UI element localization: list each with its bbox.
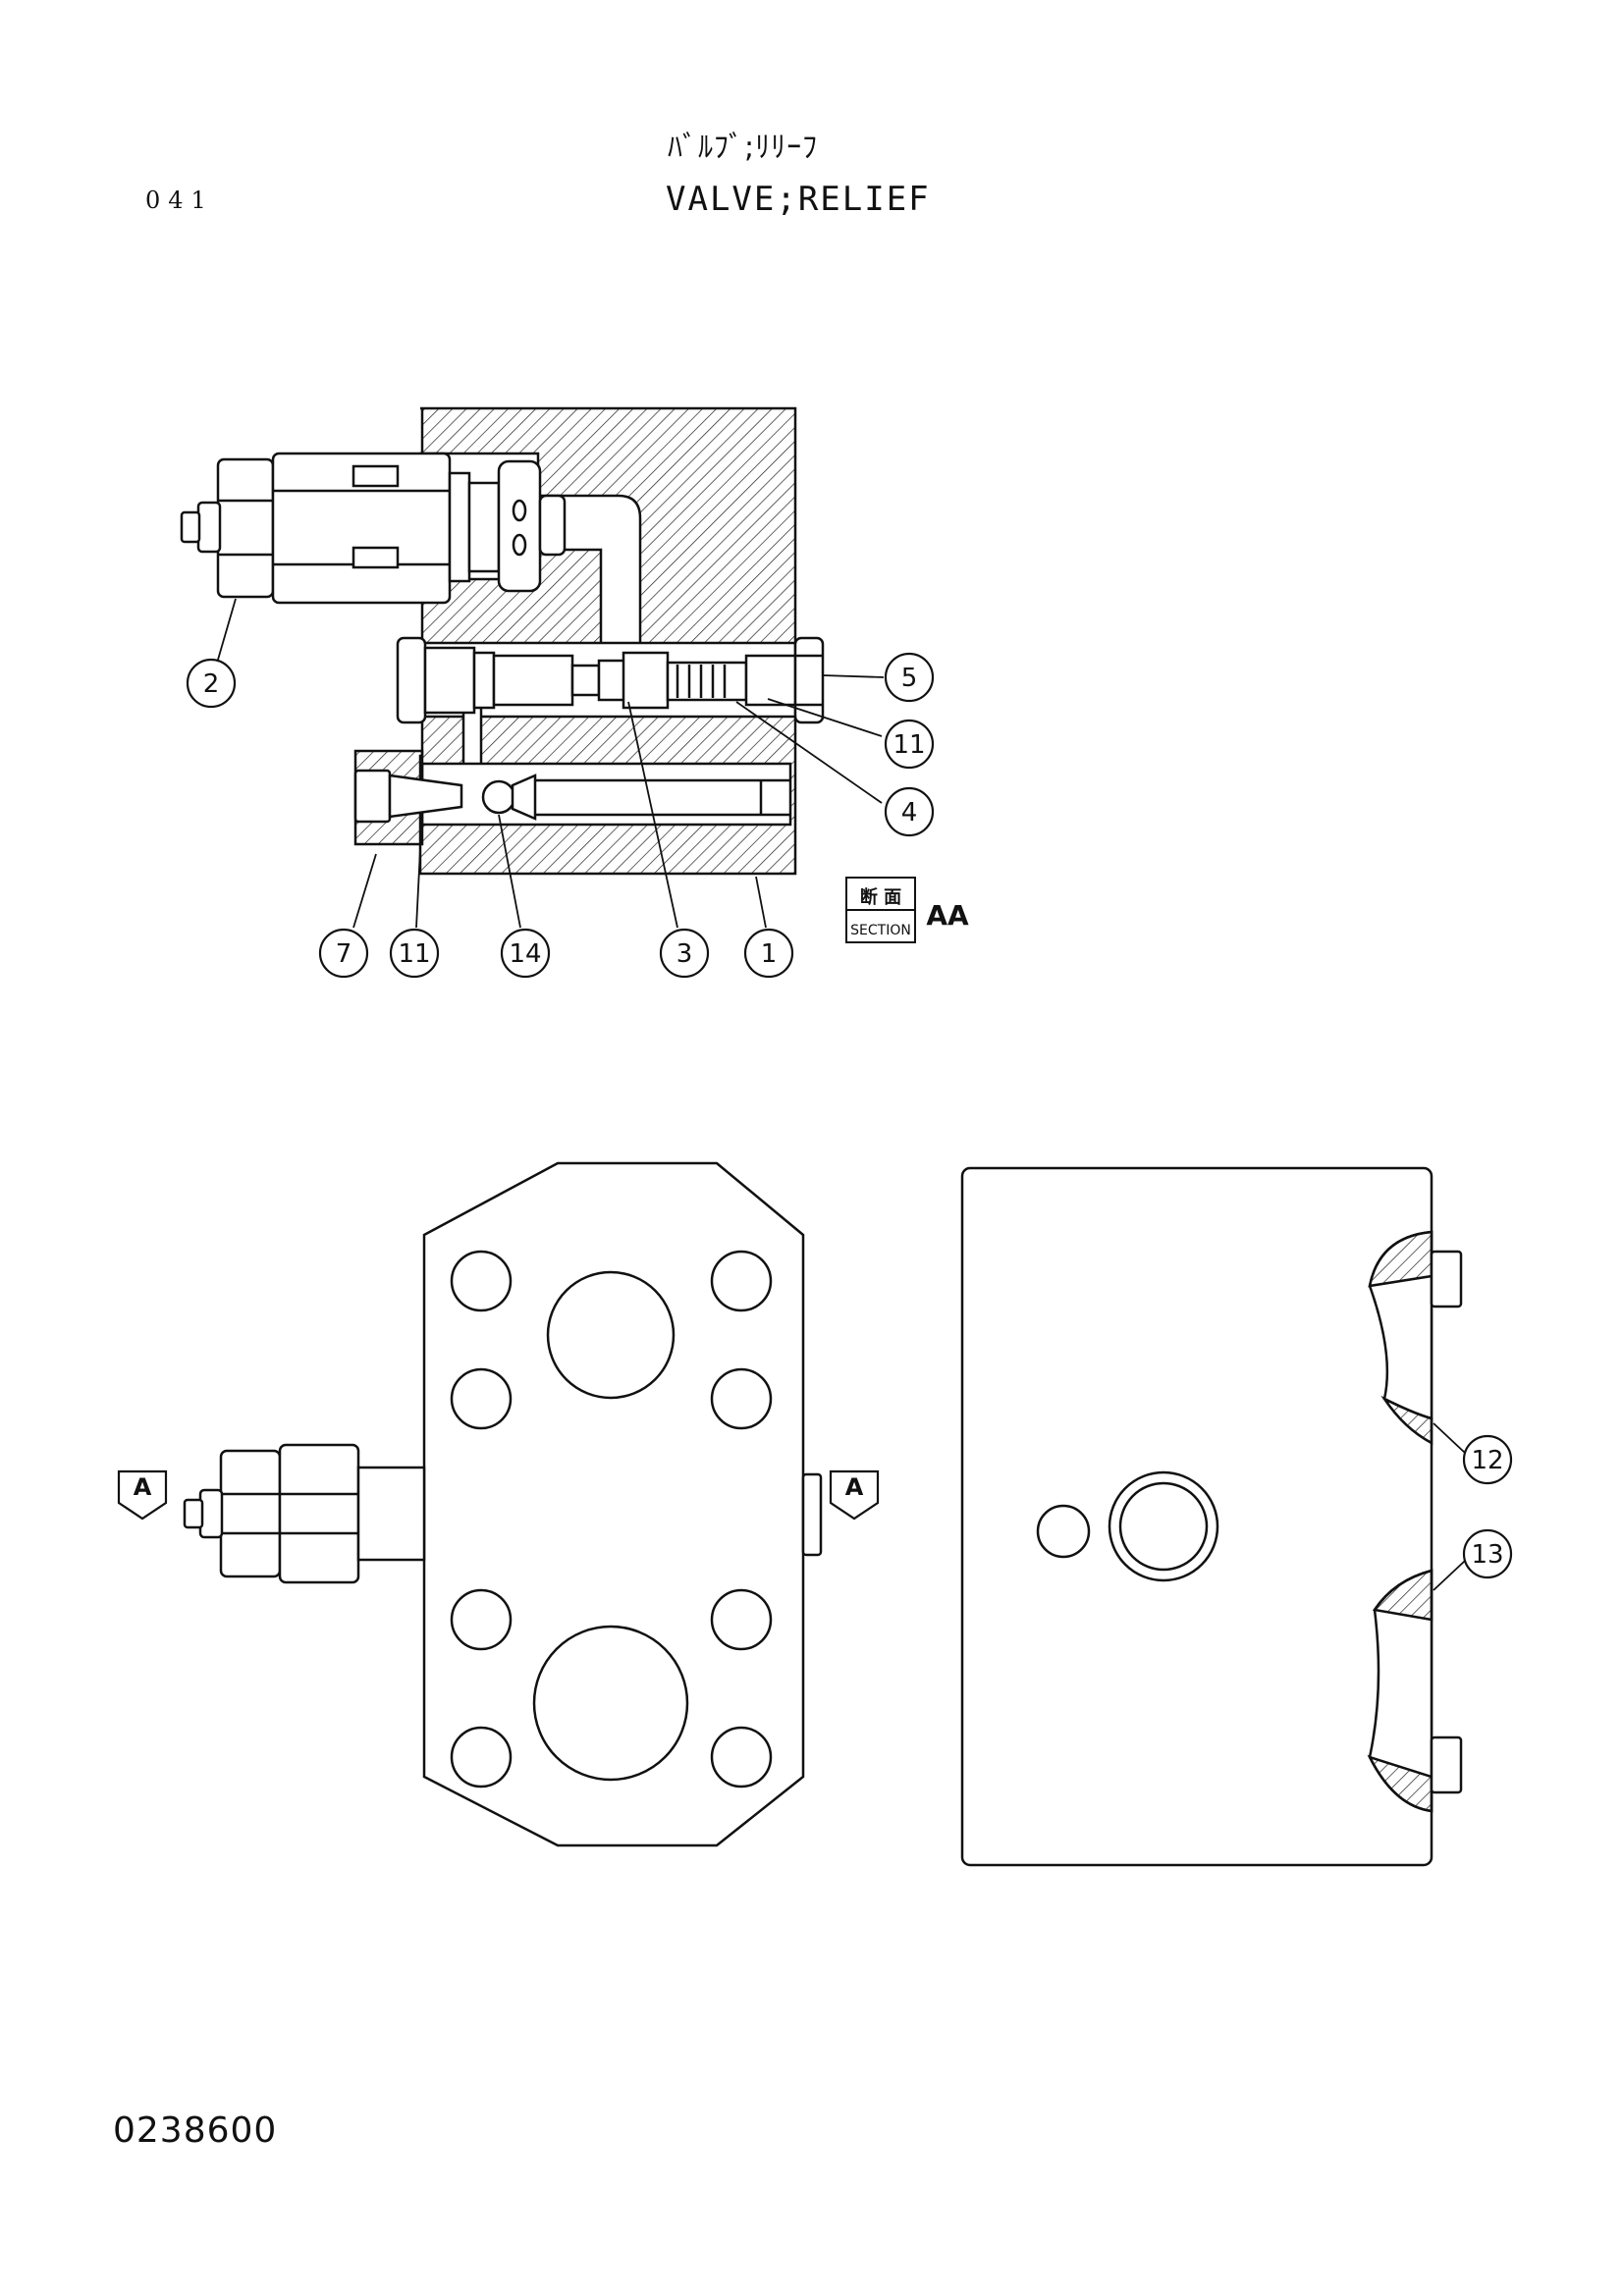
callout: 7	[318, 928, 369, 979]
callout-number: 11	[398, 939, 430, 969]
title-japanese: ﾊﾞﾙﾌﾞ;ﾘﾘｰﾌ	[668, 131, 819, 165]
flange-outline	[422, 1161, 805, 1847]
section-arrow-left: A	[117, 1469, 168, 1521]
callouts: 2 5 11 4 7 11 14 3 1 12 13	[186, 652, 1513, 1579]
side-view	[960, 1166, 1466, 1867]
leader-lines	[217, 598, 885, 929]
section-label-box: 断 面 SECTION AA	[845, 877, 969, 943]
section-label-en: SECTION	[850, 923, 911, 938]
section-arrow-letter: A	[845, 1473, 864, 1501]
section-label-id: AA	[926, 899, 969, 932]
callout-number: 13	[1471, 1540, 1503, 1570]
callout-number: 1	[761, 939, 778, 969]
callout-number: 12	[1471, 1446, 1503, 1475]
callout: 11	[884, 719, 935, 770]
callout: 2	[186, 658, 237, 709]
relief-cartridge	[180, 452, 567, 605]
callout: 14	[500, 928, 551, 979]
callout: 5	[884, 652, 935, 703]
callout: 1	[743, 928, 794, 979]
callout: 11	[389, 928, 440, 979]
callout-number: 3	[676, 939, 693, 969]
callout-number: 14	[509, 939, 541, 969]
section-arrow-letter: A	[134, 1473, 152, 1501]
callout: 3	[659, 928, 710, 979]
front-view	[183, 1161, 823, 1847]
callout-number: 5	[901, 664, 918, 693]
spool-assembly	[396, 636, 825, 724]
page-number: 041	[145, 187, 214, 214]
callout: 4	[884, 786, 935, 837]
drawing-number: 0238600	[113, 2110, 278, 2151]
title-english: VALVE;RELIEF	[666, 180, 931, 219]
callout: 13	[1462, 1528, 1513, 1579]
callout: 12	[1462, 1434, 1513, 1485]
plug-and-ball	[353, 749, 790, 846]
callout-number: 7	[336, 939, 352, 969]
section-arrows: A A	[117, 1469, 880, 1521]
upper-port	[546, 1270, 676, 1400]
section-view	[180, 406, 885, 929]
section-label-jp: 断 面	[860, 886, 901, 908]
callout-number: 11	[893, 730, 925, 760]
callout-number: 2	[203, 669, 220, 699]
callout-number: 4	[901, 798, 918, 828]
section-arrow-right: A	[829, 1469, 880, 1521]
lower-port	[532, 1625, 689, 1782]
